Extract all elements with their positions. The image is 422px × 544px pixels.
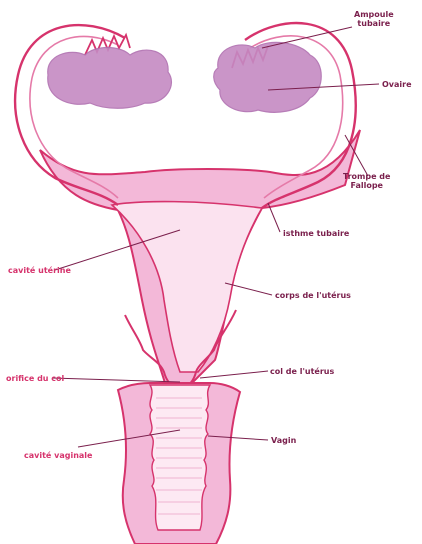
leader-orifice [52,378,180,382]
label-corps-de-luterus: corps de l'utérus [275,291,351,300]
left-ovary [48,48,172,109]
label-cavite-vaginale: cavité vaginale [24,451,92,460]
vaginal-cavity [150,385,210,530]
label-cavite-uterine: cavité utérine [8,266,71,275]
label-vagin: Vagin [271,436,296,445]
right-ovary [214,42,322,112]
label-ovaire: Ovaire [382,80,412,89]
label-trompe-de-fallope: Trompe de Fallope [343,172,390,190]
label-col-de-luterus: col de l'utérus [270,367,334,376]
label-orifice-du-col: orifice du col [6,374,64,383]
label-ampoule-tubaire: Ampoule tubaire [354,10,394,28]
label-isthme-tubaire: isthme tubaire [283,229,349,238]
leader-isthme [268,203,280,232]
leader-col [200,371,268,378]
